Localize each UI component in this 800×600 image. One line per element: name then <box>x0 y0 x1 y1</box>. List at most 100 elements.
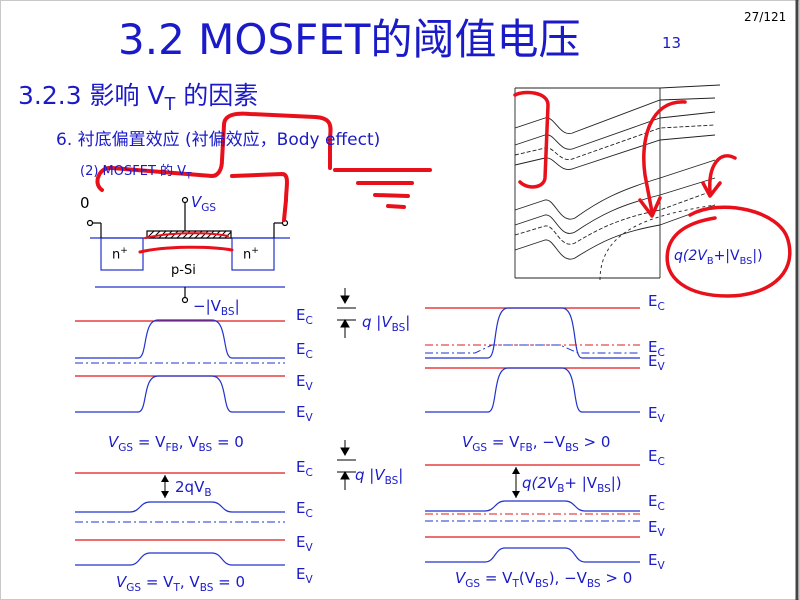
c4-d: ), −V <box>548 569 587 587</box>
drain-region-sup: + <box>251 246 259 256</box>
ev-text: E <box>296 372 306 390</box>
ec-sub: C <box>305 315 313 327</box>
gate-voltage-label: VGS <box>191 193 216 214</box>
ec-text: E <box>296 340 306 358</box>
ec-sub: C <box>305 508 313 520</box>
c4-d-sub: BS <box>586 578 601 590</box>
substrate-bias-end: | <box>234 297 240 315</box>
drain-region <box>231 237 275 271</box>
gate-voltage-text: V <box>191 193 202 211</box>
condition-1: VGS = VFB, VBS = 0 <box>108 433 244 454</box>
ec-label-2b: EC <box>648 338 665 359</box>
ev-sub: V <box>657 560 665 572</box>
item-6-heading: 6. 衬底偏置效应 (衬偏效应，Body effect) <box>56 130 381 150</box>
gate-voltage-sub: GS <box>201 202 217 214</box>
circled-text: q(2V <box>674 248 707 264</box>
c3-c-sub: BS <box>199 582 214 594</box>
source-region <box>100 237 144 271</box>
q-total-end: |) <box>610 474 622 492</box>
section-heading: 3.2.3 影响 VT 的因素 <box>18 76 258 115</box>
substrate-bias-label: −|VBS| <box>193 297 240 318</box>
c2-b-sub: FB <box>519 442 533 454</box>
c2-c-sub: BS <box>565 442 579 454</box>
ev-sub: V <box>657 413 665 425</box>
ink-bracket <box>513 90 550 189</box>
ink-ground-4 <box>386 204 406 209</box>
circled-end: |) <box>752 248 763 264</box>
q-vbs-label-1: q |VBS| <box>362 313 411 334</box>
substrate-bias-sub: BS <box>220 306 235 318</box>
band-diagram-2 <box>425 307 640 413</box>
c3-d: = 0 <box>213 573 246 591</box>
band-ec-1 <box>75 319 285 359</box>
substrate-bias-text: −|V <box>193 297 221 315</box>
c4-c-sub: BS <box>535 578 549 590</box>
ink-channel-underline <box>138 245 234 254</box>
section-heading-tail: 的因素 <box>175 81 259 110</box>
substrate-label: p-Si <box>171 263 196 278</box>
band-diagram-3 <box>75 472 285 566</box>
ev-label-3a: EV <box>296 533 313 554</box>
c2-c: , −V <box>532 433 566 451</box>
handwritten-circled-label: q(2VB+|VBS|) <box>674 248 763 267</box>
ink-wire-2 <box>230 172 289 222</box>
ev-text: E <box>648 551 658 569</box>
c2-a: V <box>462 433 473 451</box>
ec-text: E <box>648 338 658 356</box>
ec-label-4b: EC <box>648 492 665 513</box>
ec-sub: C <box>657 501 665 513</box>
ink-arrow-1 <box>642 100 687 214</box>
q-total-sub2: BS <box>597 483 611 495</box>
ink-circle <box>665 205 792 298</box>
drain-region-text: n <box>243 247 252 263</box>
c4-e: > 0 <box>600 569 633 587</box>
circled-mid: +|V <box>713 248 740 264</box>
item-2-text: (2) MOSFET 的 V <box>80 164 187 179</box>
ec-label-1a: EC <box>296 306 313 327</box>
ec-label-1b: EC <box>296 340 313 361</box>
ec-label-3a: EC <box>296 458 313 479</box>
ev-text: E <box>648 352 658 370</box>
c1-d: = 0 <box>212 433 244 451</box>
slide-title-suffix: 13 <box>662 34 682 52</box>
source-region-label: n+ <box>112 246 128 262</box>
condition-3: VGS = VT, VBS = 0 <box>116 573 245 594</box>
ev-sub: V <box>305 412 313 424</box>
q-vbs-text: q |V <box>362 313 392 331</box>
ec-text: E <box>648 292 658 310</box>
ev-sub: V <box>657 361 665 373</box>
condition-4: VGS = VT(VBS), −VBS > 0 <box>455 569 632 590</box>
c1-c: , V <box>178 433 199 451</box>
ev-sub: V <box>305 542 313 554</box>
ec-text: E <box>648 447 658 465</box>
ev-text: E <box>296 565 306 583</box>
c4-b: = V <box>480 569 513 587</box>
c3-a-sub: GS <box>126 582 142 594</box>
section-heading-sub: T <box>164 95 176 115</box>
ev-text: E <box>648 518 658 536</box>
c2-d: > 0 <box>578 433 611 451</box>
band-diagram-4 <box>425 464 640 563</box>
c1-a: V <box>108 433 119 451</box>
ev-sub: V <box>657 527 665 539</box>
c3-b: = V <box>141 573 174 591</box>
ec-label-2a: EC <box>648 292 665 313</box>
c1-b: = V <box>133 433 166 451</box>
ec-sub: C <box>305 467 313 479</box>
ec-sub: C <box>657 301 665 313</box>
c4-c: (V <box>518 569 535 587</box>
page-number: 27/121 <box>744 10 787 24</box>
drain-region-label: n+ <box>243 246 259 262</box>
q-total-mid: + |V <box>564 474 598 492</box>
ev-sub: V <box>305 381 313 393</box>
ev-text: E <box>296 403 306 421</box>
item-2-sub: T <box>186 171 192 182</box>
q-vbs-sub: BS <box>384 475 399 487</box>
ink-gate-underline <box>144 232 229 239</box>
band-ev-1 <box>75 375 285 413</box>
c4-a-sub: GS <box>465 578 481 590</box>
ec-text: E <box>648 492 658 510</box>
ev-label-4a: EV <box>648 518 665 539</box>
circled-sub1: B <box>706 255 714 267</box>
